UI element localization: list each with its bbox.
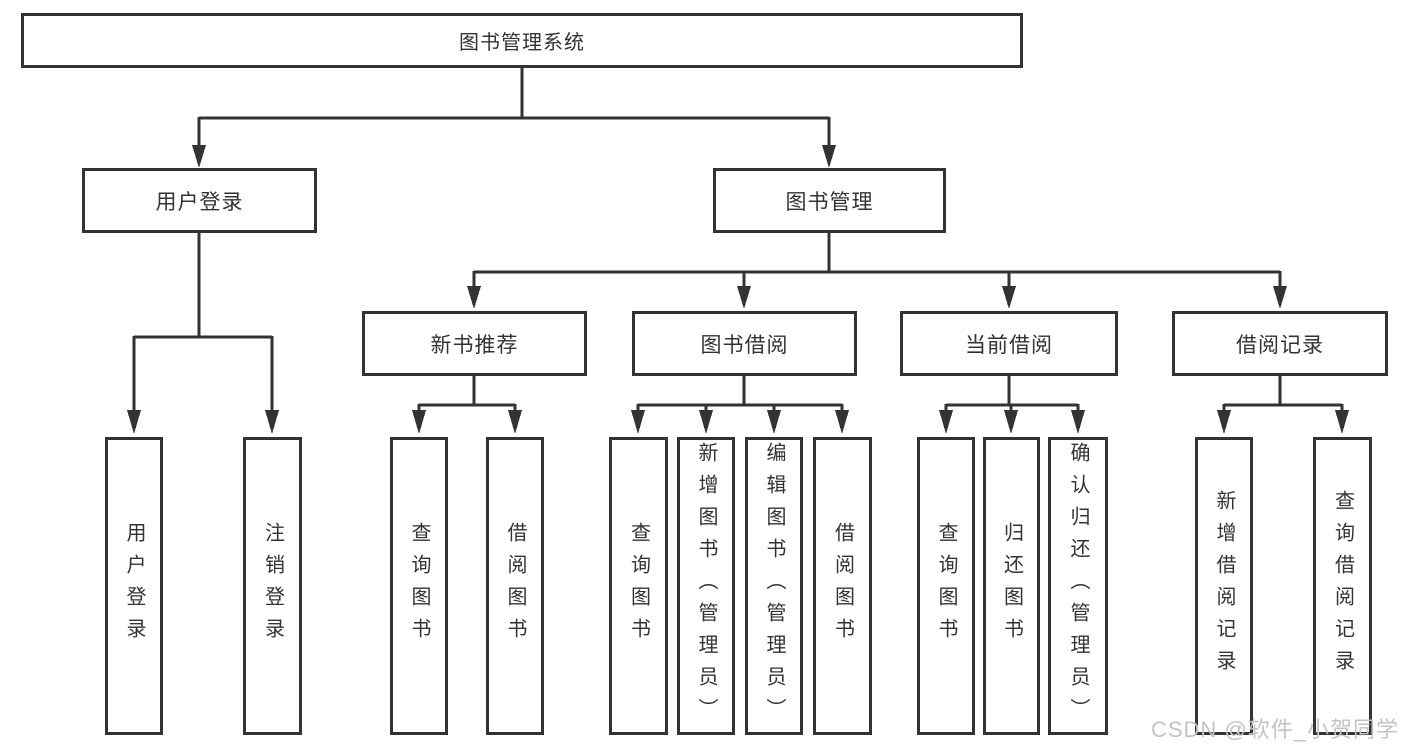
- node-root: 图书管理系统: [21, 13, 1023, 68]
- leaf-logout: 注销登录: [243, 437, 302, 735]
- watermark: CSDN @软件_小贺同学: [1150, 717, 1399, 742]
- node-book-borrow: 图书借阅: [632, 311, 857, 376]
- connector-user-login-children: [127, 233, 279, 434]
- leaf-borrow-books-recommend: 借阅图书: [486, 437, 544, 735]
- leaf-query-books-recommend: 查询图书: [390, 437, 448, 735]
- leaf-add-book-admin: 新增图书（管理员）: [677, 437, 735, 735]
- connector-book-management-children: [467, 232, 1287, 309]
- node-new-book-recommend: 新书推荐: [362, 311, 587, 376]
- leaf-logout-label: 注销登录: [261, 522, 284, 650]
- leaf-query-borrow-record-label: 查询借阅记录: [1331, 490, 1354, 682]
- leaf-add-borrow-record-label: 新增借阅记录: [1213, 490, 1235, 682]
- connector-borrow-records-children: [1217, 376, 1349, 434]
- node-borrow-records: 借阅记录: [1172, 311, 1388, 376]
- leaf-query-books-current-label: 查询图书: [935, 522, 957, 650]
- leaf-query-books-current: 查询图书: [917, 437, 975, 735]
- leaf-query-books-borrow: 查询图书: [609, 437, 668, 735]
- leaf-query-books-borrow-label: 查询图书: [627, 522, 650, 650]
- leaf-query-books-recommend-label: 查询图书: [408, 522, 430, 650]
- connector-book-borrow-children: [631, 376, 849, 434]
- connector-new-book-children: [412, 376, 522, 434]
- leaf-borrow-books-label: 借阅图书: [831, 522, 854, 650]
- leaf-borrow-books-recommend-label: 借阅图书: [504, 522, 526, 650]
- leaf-user-login-label: 用户登录: [123, 522, 145, 650]
- leaf-query-borrow-record: 查询借阅记录: [1313, 437, 1372, 735]
- leaf-edit-book-admin-label: 编辑图书（管理员）: [763, 442, 785, 730]
- node-book-management: 图书管理: [713, 168, 946, 233]
- connector-current-borrow-children: [939, 376, 1085, 434]
- leaf-add-book-admin-label: 新增图书（管理员）: [695, 442, 717, 730]
- leaf-add-borrow-record: 新增借阅记录: [1195, 437, 1253, 735]
- leaf-return-book-label: 归还图书: [1000, 522, 1023, 650]
- leaf-return-book: 归还图书: [983, 437, 1040, 735]
- leaf-edit-book-admin: 编辑图书（管理员）: [745, 437, 803, 735]
- leaf-confirm-return-admin-label: 确认归还（管理员）: [1067, 442, 1089, 730]
- connector-root-to-level2: [192, 68, 836, 168]
- leaf-borrow-books: 借阅图书: [813, 437, 872, 735]
- leaf-user-login: 用户登录: [105, 437, 163, 735]
- leaf-confirm-return-admin: 确认归还（管理员）: [1048, 437, 1108, 735]
- node-user-login: 用户登录: [82, 168, 317, 233]
- node-current-borrow: 当前借阅: [900, 311, 1118, 376]
